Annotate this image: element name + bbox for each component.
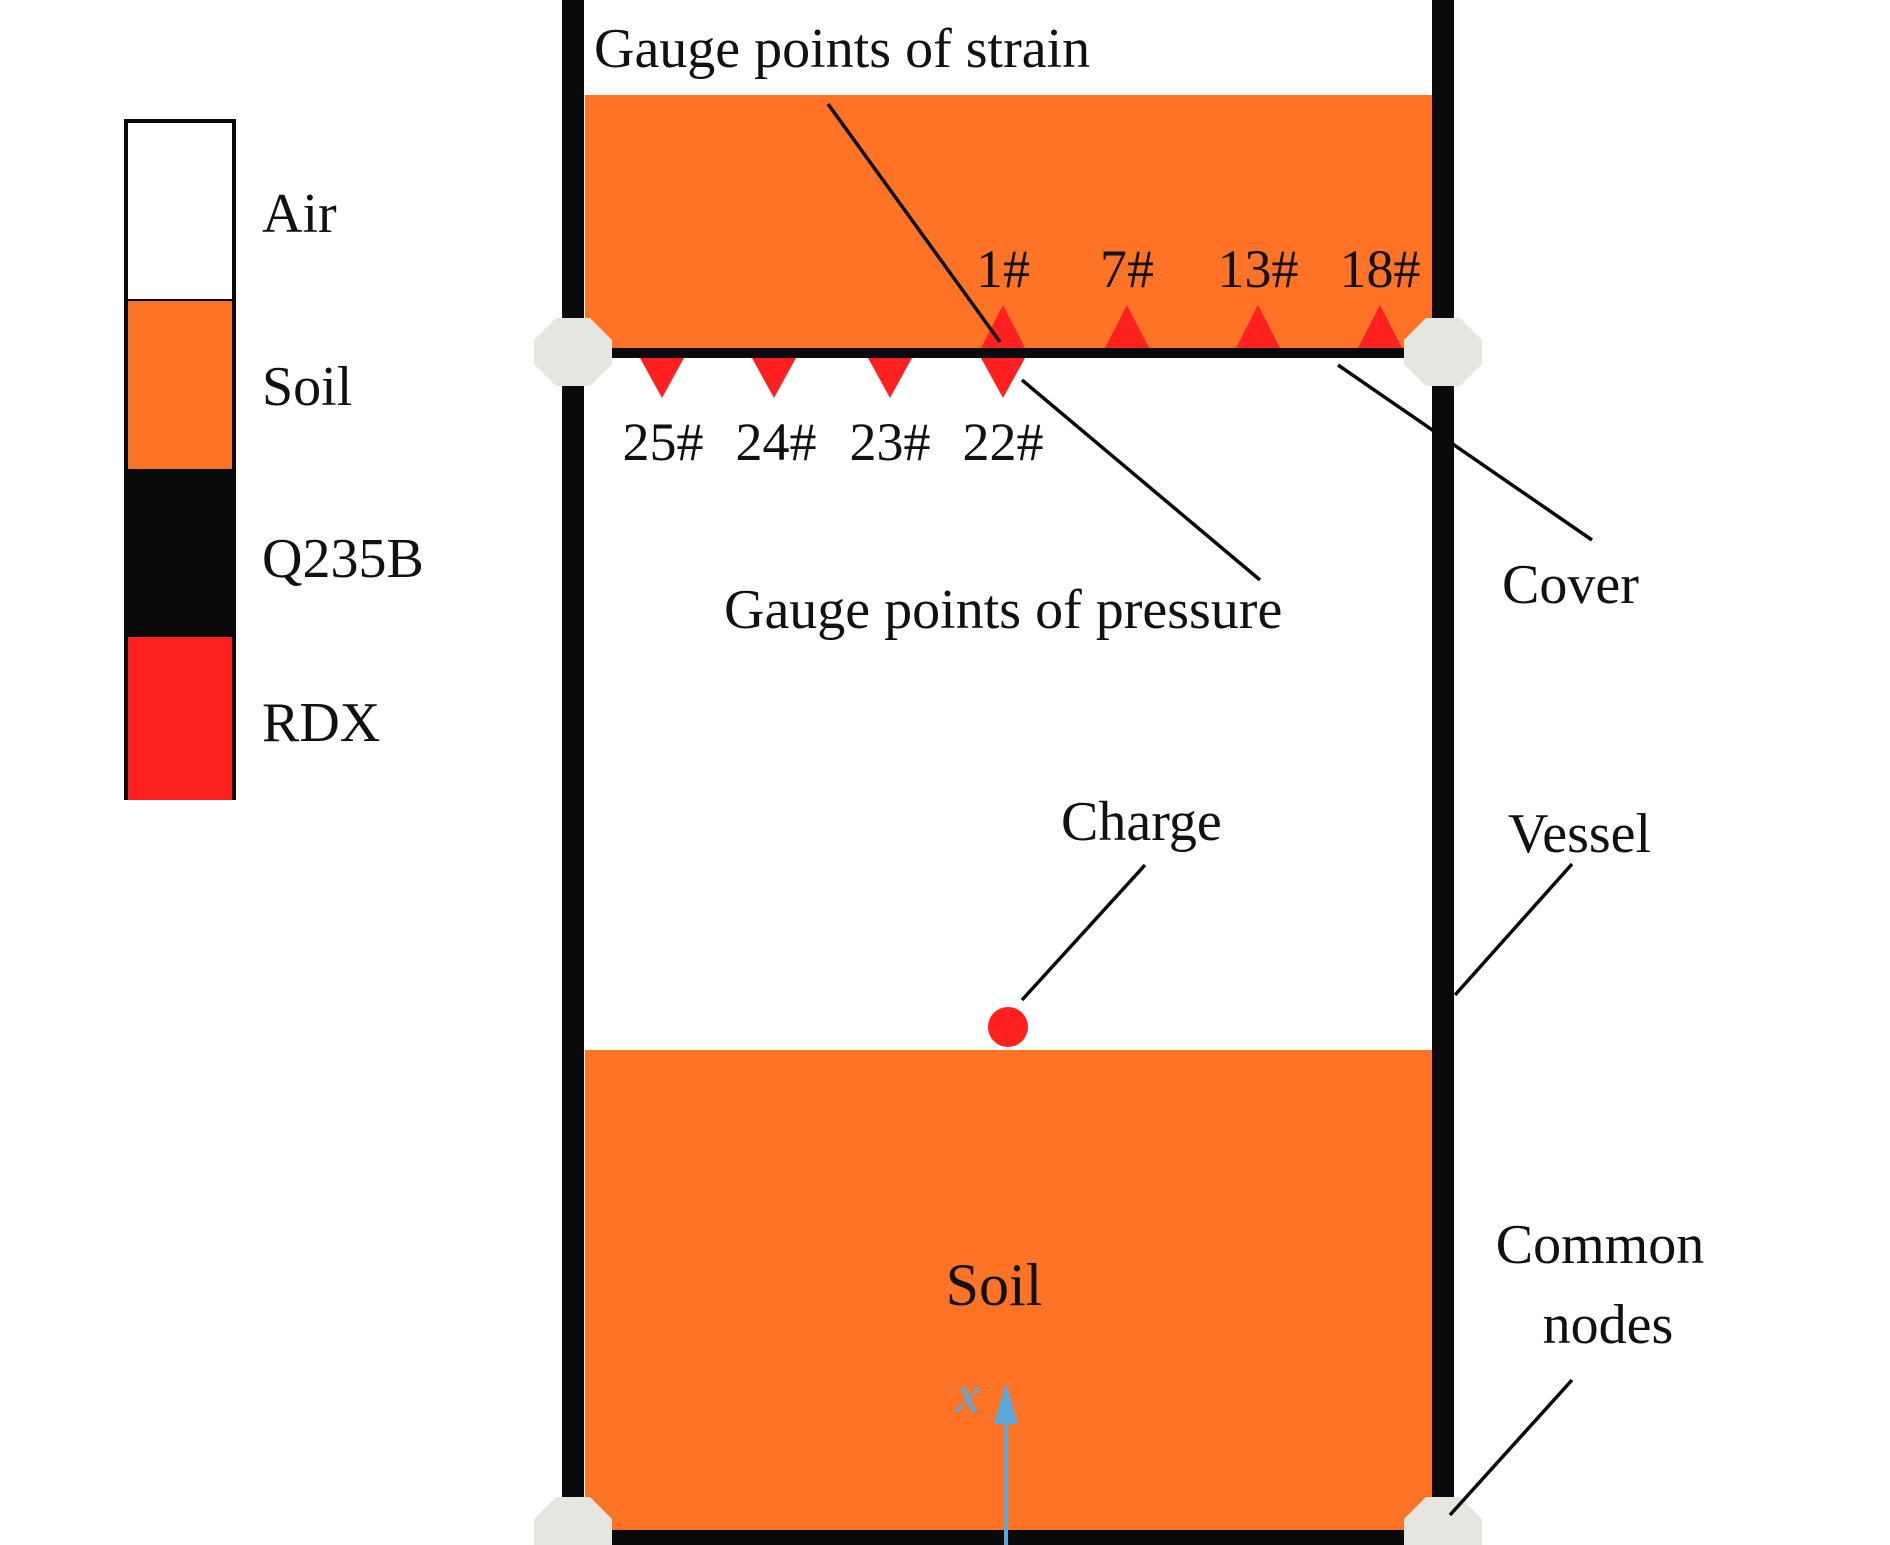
strain-gauge-label-18: 18# [1340,239,1421,299]
x-axis-arrow: x [955,1364,1018,1545]
vessel-bottom-plate [585,1530,1433,1545]
legend-swatch-soil [126,301,234,469]
pressure-gauge-marker-24 [752,358,796,398]
common-node-top-right [1404,318,1482,386]
leader-strain [826,102,1002,344]
leader-vessel [1453,862,1574,997]
legend-label-air: Air [262,183,337,245]
leader-common-nodes [1448,1378,1574,1517]
legend-swatch-rdx [126,637,234,800]
x-axis-label: x [955,1364,980,1424]
label-cover: Cover [1502,554,1639,616]
label-gauge-points-pressure: Gauge points of pressure [724,579,1282,641]
legend-label-rdx: RDX [262,692,380,754]
legend-swatch-q235b [126,469,234,637]
pressure-gauge-label-24: 24# [736,412,817,472]
strain-gauge-marker-18 [1358,305,1402,348]
label-common-nodes-line1: Common [1496,1214,1704,1276]
vessel-left-wall-lower [562,385,584,1497]
pressure-gauge-marker-25 [640,358,684,398]
leader-charge [1020,863,1147,1002]
vessel-right-wall-lower [1432,385,1454,1497]
cover-plate [612,348,1408,358]
legend: Air Soil Q235B RDX [124,119,424,800]
leader-pressure [1020,378,1262,582]
pressure-gauges: 25# 24# 23# 22# [623,358,1044,472]
legend-label-q235b: Q235B [262,528,424,590]
pressure-gauge-label-23: 23# [850,412,931,472]
bottom-soil-region [585,1050,1433,1534]
common-node-top-left [534,318,612,386]
strain-gauge-label-13: 13# [1218,239,1299,299]
strain-gauge-label-1: 1# [976,239,1030,299]
common-node-bottom-left [534,1497,612,1545]
label-common-nodes-line2: nodes [1543,1294,1674,1356]
strain-gauge-marker-7 [1105,305,1149,348]
strain-gauge-marker-1 [981,305,1025,348]
common-node-bottom-right [1404,1497,1482,1545]
vessel [562,0,1454,1545]
legend-label-soil: Soil [262,356,352,418]
charge-marker [988,1007,1028,1047]
pressure-gauge-label-25: 25# [623,412,704,472]
label-charge: Charge [1061,791,1222,853]
label-soil-region: Soil [946,1252,1043,1318]
leader-lines [826,102,1593,1517]
strain-gauges: 1# 7# 13# 18# [976,239,1421,348]
leader-cover [1337,363,1593,542]
vessel-right-wall-upper [1432,0,1454,318]
pressure-gauge-marker-22 [981,358,1025,398]
strain-gauge-label-7: 7# [1100,239,1154,299]
common-nodes [534,318,1482,1545]
legend-swatch-air [124,119,236,303]
label-gauge-points-strain: Gauge points of strain [594,18,1090,80]
pressure-gauge-label-22: 22# [963,412,1044,472]
label-vessel: Vessel [1508,803,1651,865]
pressure-gauge-marker-23 [868,358,912,398]
vessel-left-wall-upper [562,0,584,318]
top-soil-region [585,95,1433,350]
strain-gauge-marker-13 [1236,305,1280,348]
